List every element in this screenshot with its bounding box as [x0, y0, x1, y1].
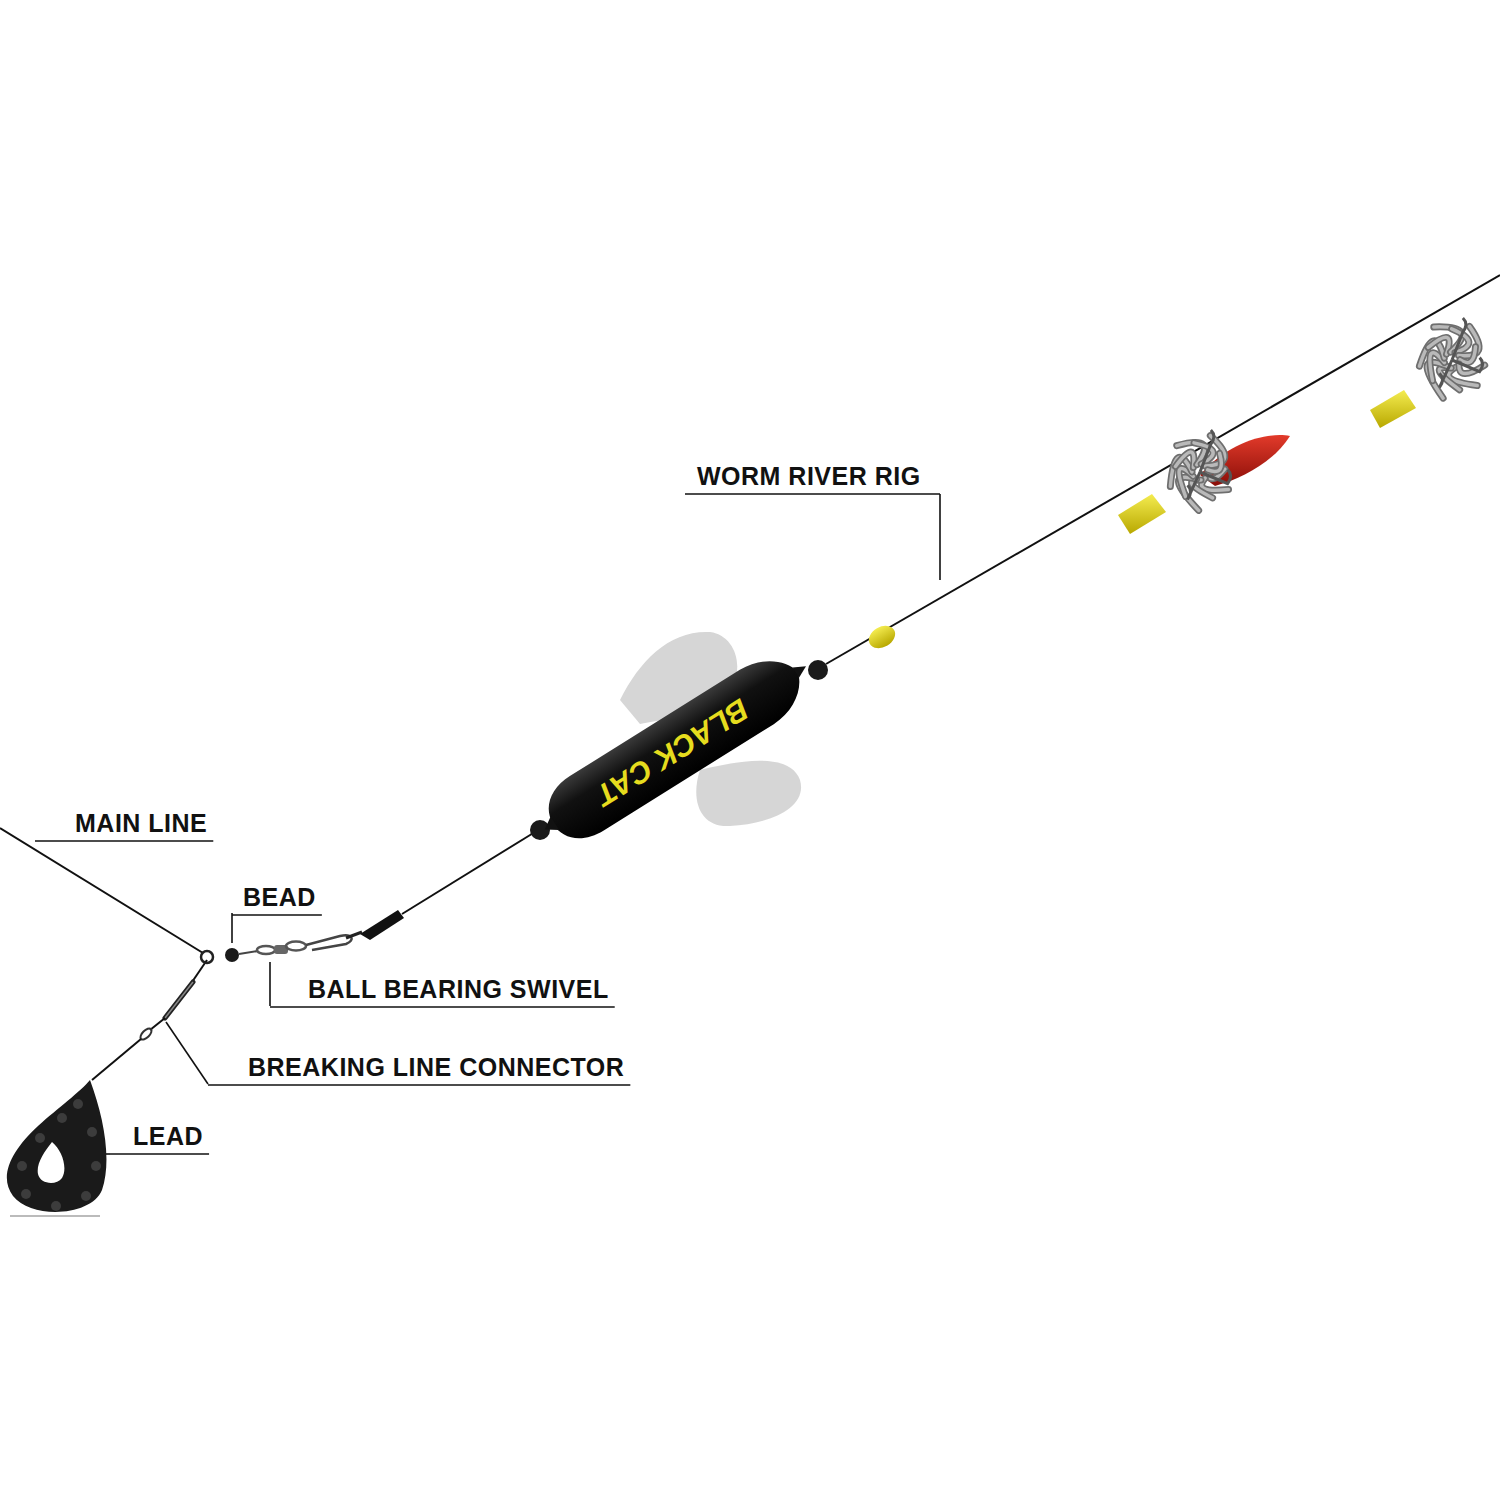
- bead: [808, 660, 828, 680]
- lead-weight: [7, 1080, 107, 1216]
- label-underline: [110, 1153, 209, 1155]
- part-label: MAIN LINE: [75, 808, 207, 838]
- label-underline: [35, 840, 213, 842]
- part-label: WORM RIVER RIG: [697, 461, 921, 491]
- ball-bearing-swivel: [239, 932, 362, 954]
- leader-line: [166, 1022, 208, 1084]
- bead: [530, 820, 550, 840]
- part-label: BEAD: [243, 882, 316, 912]
- rig-line: [826, 275, 1500, 664]
- leader-lines: [35, 494, 940, 1154]
- bead: [225, 948, 239, 962]
- label-underline: [685, 493, 940, 495]
- leader-line: [269, 962, 271, 1006]
- worm-bait: [1170, 430, 1230, 510]
- part-label: BREAKING LINE CONNECTOR: [248, 1052, 624, 1082]
- yellow-sleeve: [1118, 494, 1166, 534]
- yellow-sleeve: [1370, 390, 1416, 428]
- part-label: BALL BEARING SWIVEL: [308, 974, 609, 1004]
- brand-logo: BLACK CAT: [591, 694, 753, 811]
- ring: [201, 951, 213, 963]
- worm-bait: [1419, 318, 1484, 398]
- leader-line: [231, 913, 233, 943]
- yellow-bead: [865, 621, 899, 652]
- label-underline: [208, 1084, 630, 1086]
- main-line: [0, 828, 203, 953]
- label-underline: [232, 914, 322, 916]
- sleeve: [360, 910, 404, 940]
- rig-line: [402, 832, 535, 914]
- breaking-line-connector: [92, 982, 193, 1080]
- float: [528, 639, 823, 856]
- label-underline: [270, 1006, 615, 1008]
- leader-line: [939, 494, 941, 580]
- part-label: LEAD: [133, 1121, 203, 1151]
